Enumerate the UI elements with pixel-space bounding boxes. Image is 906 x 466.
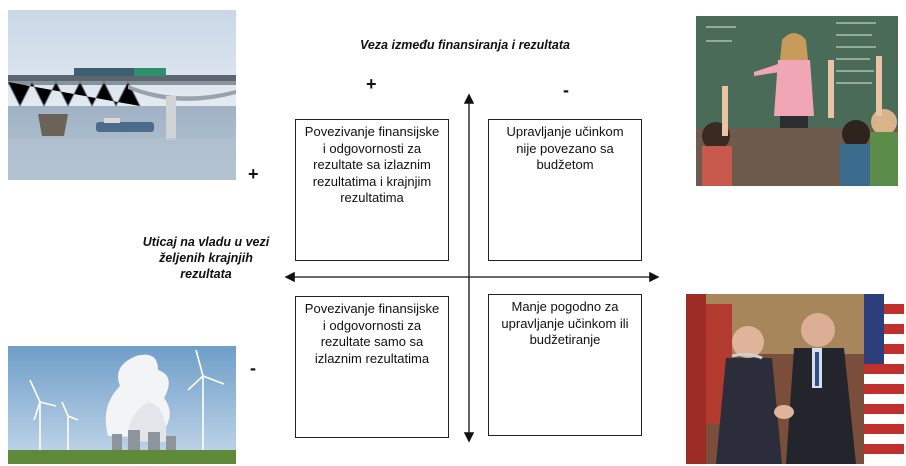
quadrant-top-right: Upravljanje učinkom nije povezano sa bud… bbox=[488, 119, 642, 261]
influence-axis-label: Uticaj na vladu u vezi željenih krajnjih… bbox=[142, 235, 270, 281]
top-plus-sign: + bbox=[366, 74, 377, 94]
left-minus-sign: - bbox=[250, 358, 256, 378]
top-minus-sign: - bbox=[563, 80, 569, 100]
diagram-title: Veza između finansiranja i rezultata bbox=[359, 38, 571, 52]
quadrant-bottom-right: Manje pogodno za upravljanje učinkom ili… bbox=[488, 294, 642, 436]
classroom-teacher-photo bbox=[696, 16, 898, 186]
quadrant-bottom-left: Povezivanje finansijske i odgovornosti z… bbox=[295, 296, 449, 438]
power-plant-wind-turbines-photo bbox=[8, 346, 236, 464]
left-plus-sign: + bbox=[248, 164, 259, 184]
diplomats-handshake-photo bbox=[686, 294, 904, 464]
quadrant-top-left: Povezivanje finansijske i odgovornosti z… bbox=[295, 119, 449, 261]
bridge-over-river-photo bbox=[8, 10, 236, 180]
